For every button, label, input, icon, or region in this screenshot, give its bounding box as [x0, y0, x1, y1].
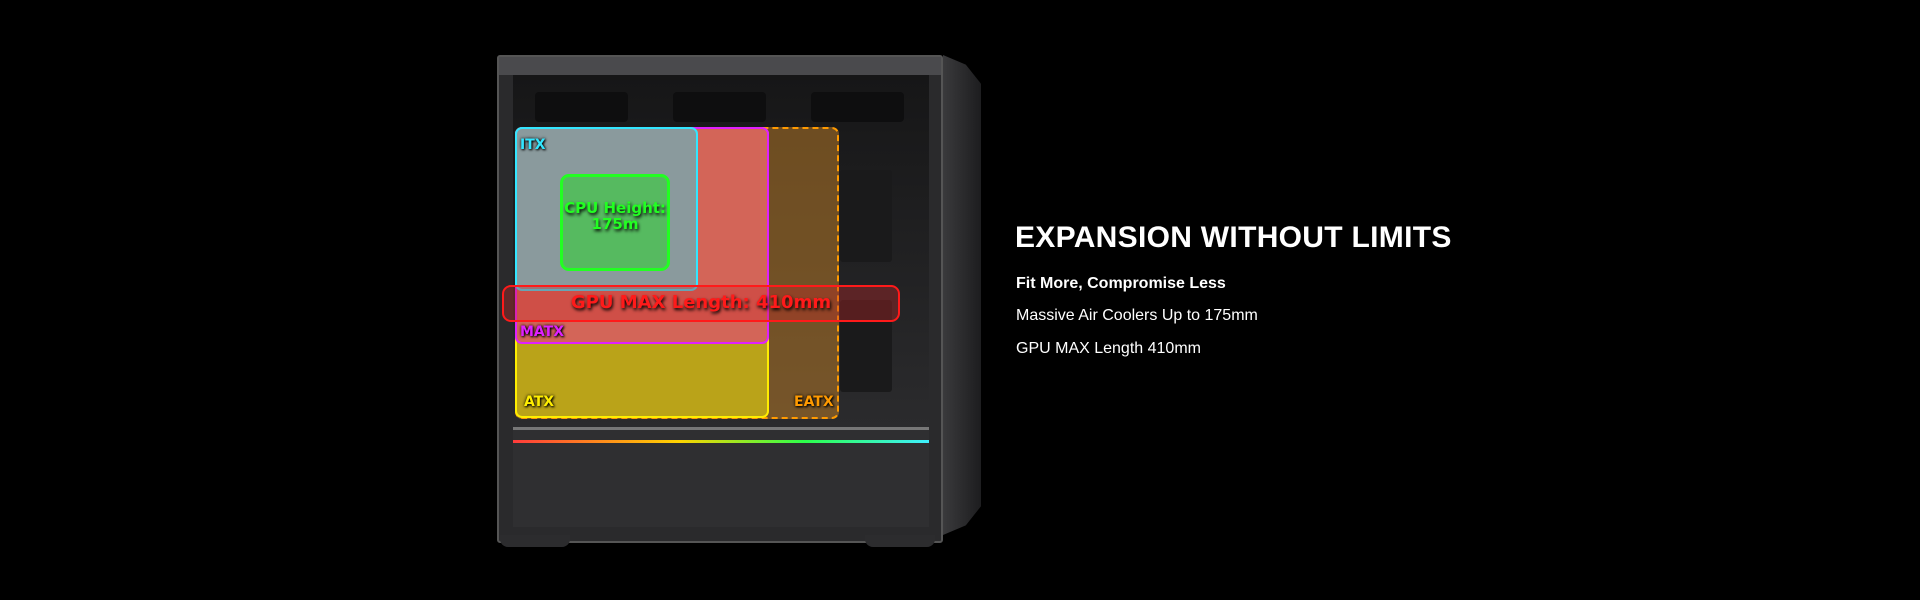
top-vent: [535, 92, 628, 122]
section-heading: EXPANSION WITHOUT LIMITS: [1015, 221, 1452, 254]
cable-cutout: [840, 170, 892, 262]
feature-line: GPU MAX Length 410mm: [1016, 340, 1201, 357]
cpu-cooler-zone: [560, 174, 670, 271]
rgb-strip: [513, 440, 929, 443]
subheading: Fit More, Compromise Less: [1016, 275, 1226, 292]
case-front-panel: [943, 55, 981, 535]
atx-label: ATX: [524, 394, 555, 410]
cpu-height-label: CPU Height: 175m: [564, 199, 666, 233]
gpu-length-zone: [502, 285, 900, 322]
gpu-length-label: GPU MAX Length: 410mm: [570, 292, 832, 313]
cable-cutout: [840, 300, 892, 392]
eatx-label: EATX: [794, 394, 834, 410]
top-vent: [673, 92, 766, 122]
top-vent: [811, 92, 904, 122]
psu-shroud: [513, 427, 929, 527]
pc-case-illustration: ITX MATX ATX EATX CPU Height: 175m GPU M…: [497, 55, 981, 547]
feature-line: Massive Air Coolers Up to 175mm: [1016, 307, 1258, 324]
case-foot: [500, 535, 570, 547]
matx-label: MATX: [520, 324, 565, 340]
case-foot: [865, 535, 935, 547]
case-top-rail: [499, 57, 941, 75]
itx-label: ITX: [520, 137, 546, 153]
